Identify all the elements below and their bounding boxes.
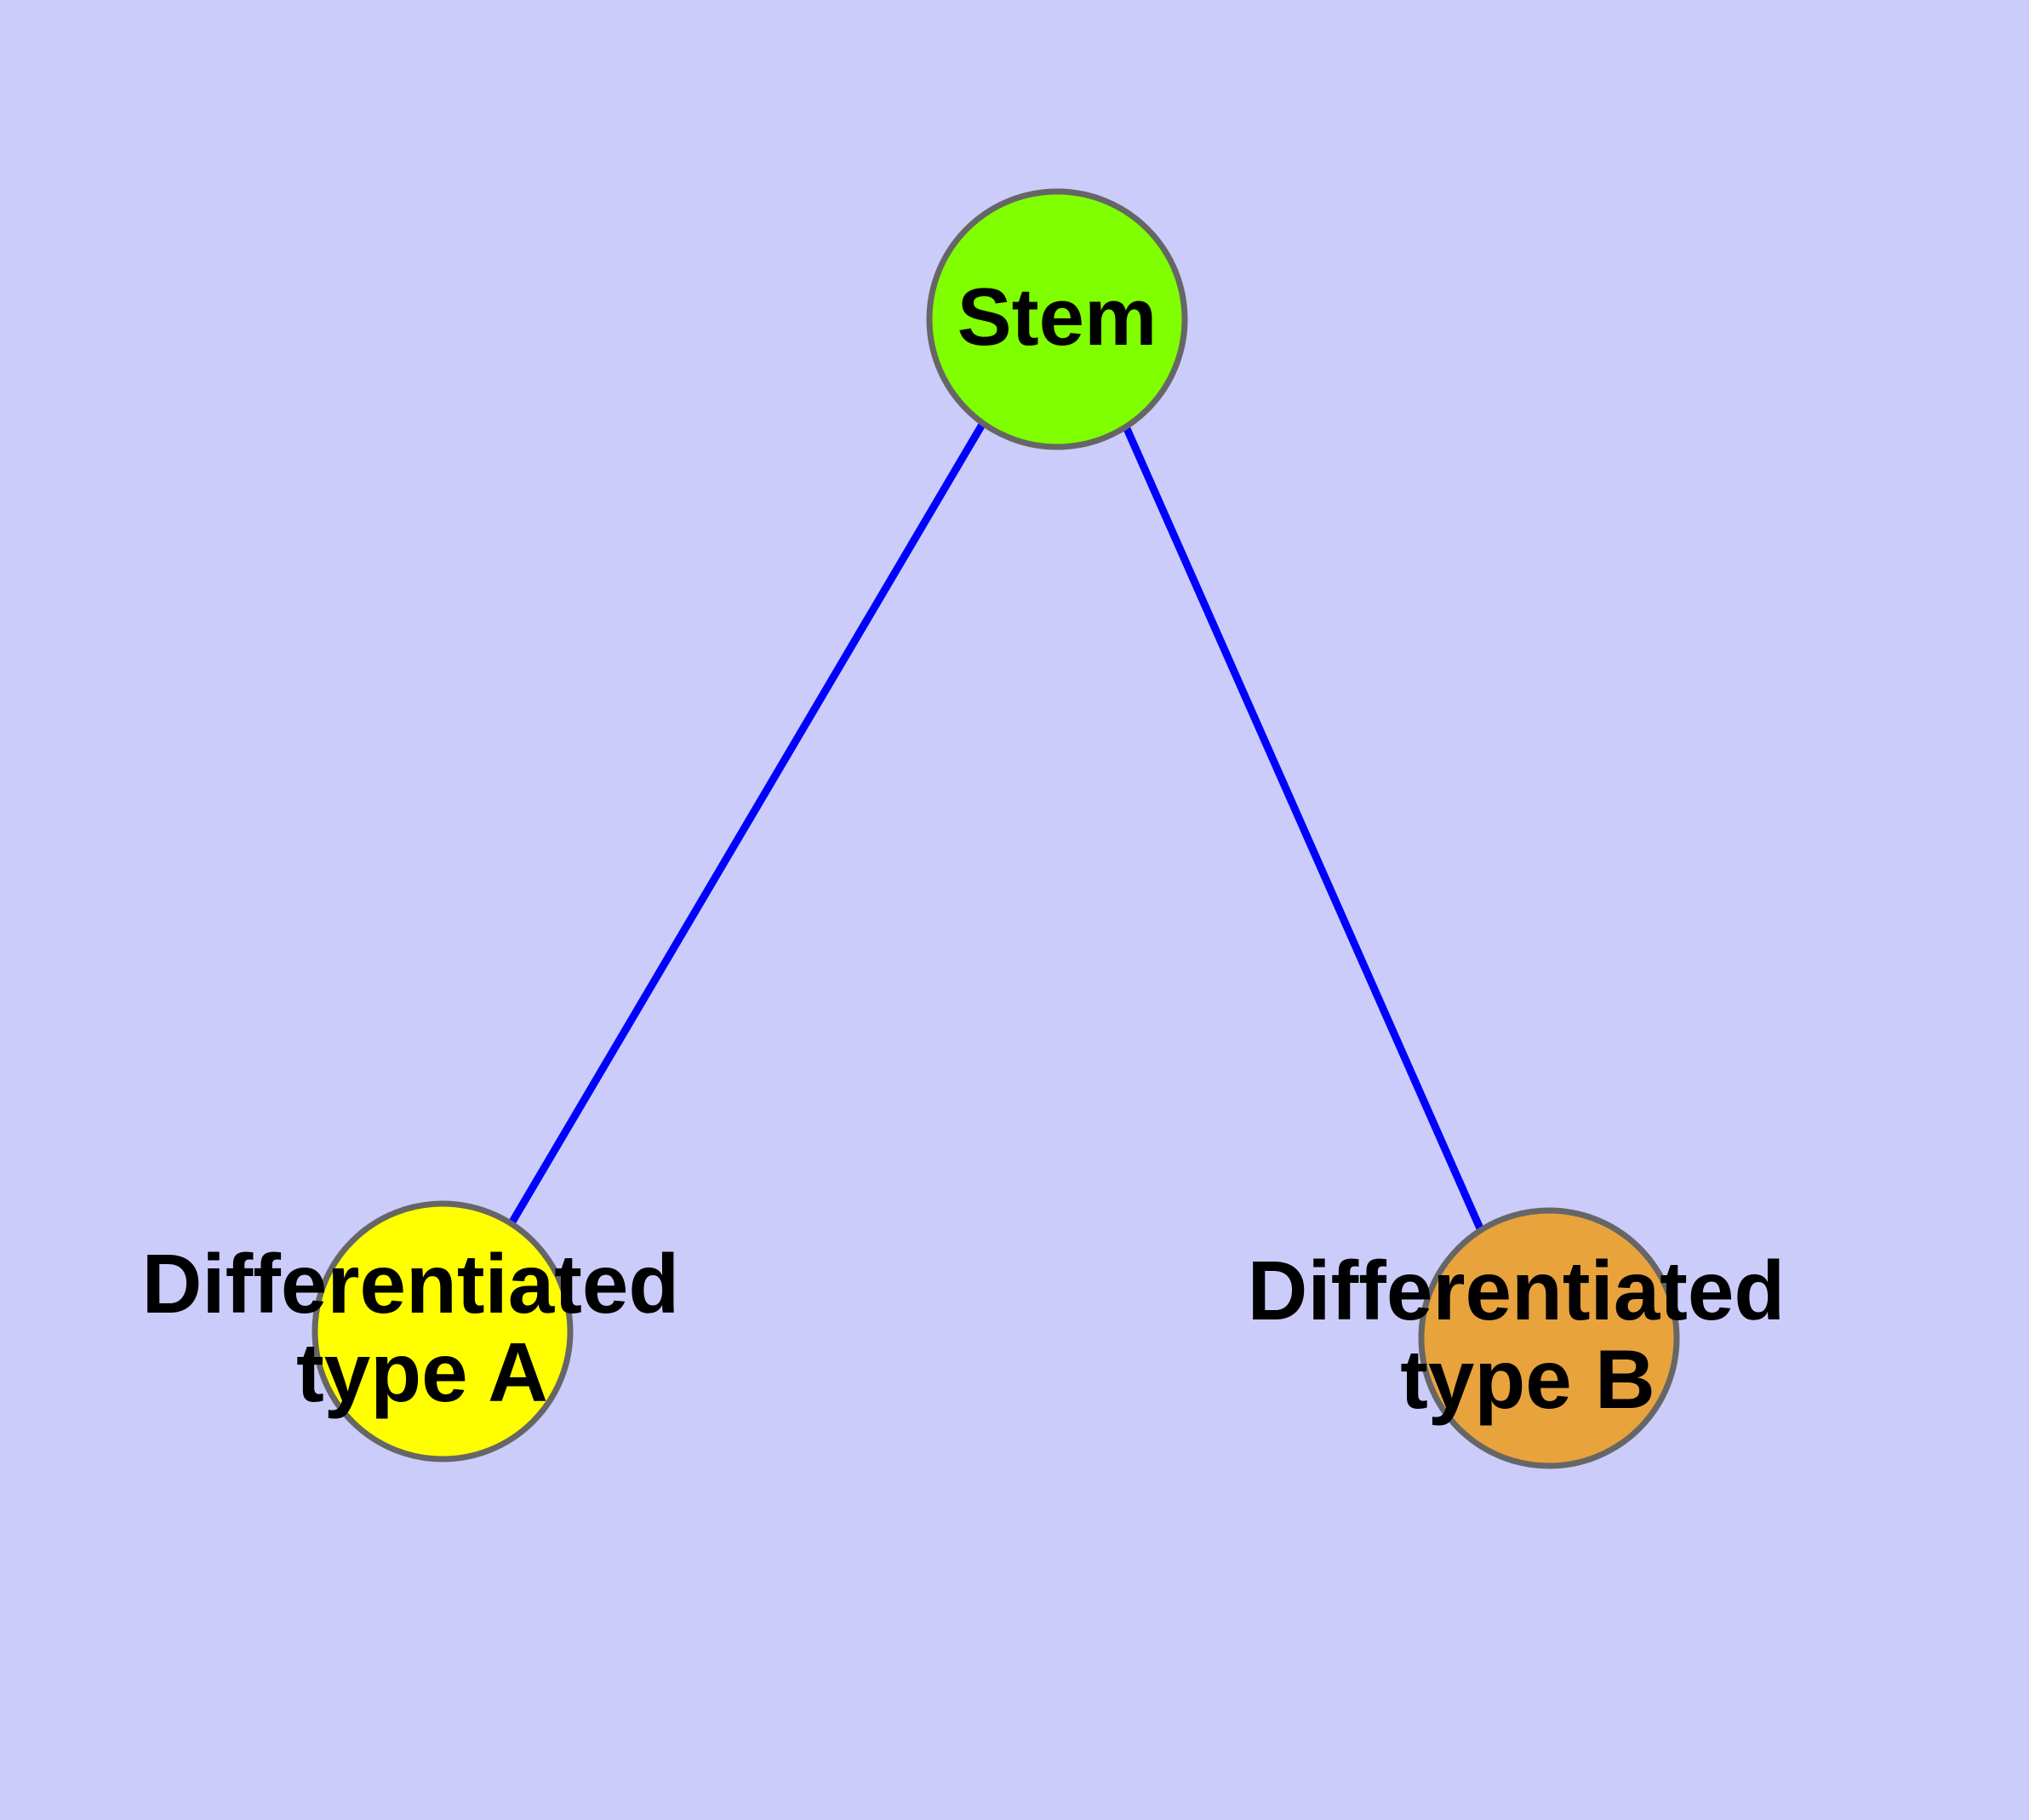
edge-stem-to-diff-b[interactable] bbox=[1121, 423, 1484, 1230]
node-stem[interactable]: Stem bbox=[926, 188, 1188, 450]
node-diff-b-label-line2: type B bbox=[1400, 1332, 1655, 1426]
node-diff-a[interactable]: Differentiated type A bbox=[142, 1200, 703, 1462]
node-diff-a-label-line2: type A bbox=[296, 1325, 548, 1419]
node-diff-b-label-line1: Differentiated bbox=[1248, 1244, 1786, 1337]
node-stem-label-line1: Stem bbox=[957, 272, 1157, 363]
node-diff-a-label: Differentiated type A bbox=[142, 1237, 703, 1419]
node-diff-a-circle[interactable] bbox=[311, 1200, 574, 1462]
edges-layer bbox=[508, 421, 1484, 1230]
node-stem-label: Stem bbox=[957, 272, 1157, 363]
node-diff-b-label: Differentiated type B bbox=[1248, 1244, 1809, 1426]
node-diff-a-label-line1: Differentiated bbox=[142, 1237, 680, 1331]
node-stem-circle[interactable] bbox=[926, 188, 1188, 450]
edge-stem-to-diff-a[interactable] bbox=[508, 421, 986, 1226]
node-diff-b[interactable]: Differentiated type B bbox=[1248, 1207, 1809, 1469]
nodes-layer: Stem Differentiated type A Differentiate… bbox=[142, 188, 1809, 1469]
node-diff-b-circle[interactable] bbox=[1418, 1207, 1680, 1469]
